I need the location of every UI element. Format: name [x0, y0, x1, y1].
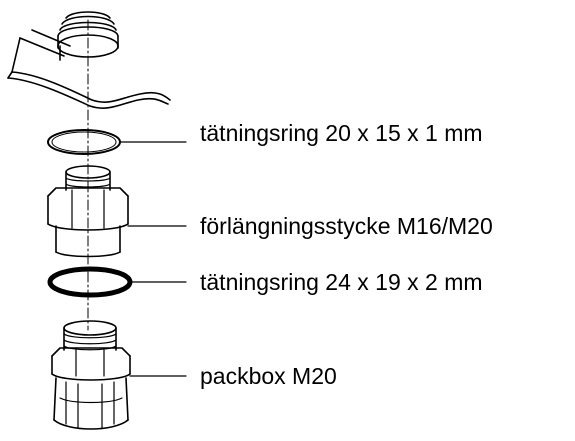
- label-sealing-ring-small: tätningsring 20 x 15 x 1 mm: [200, 120, 483, 146]
- label-extension-piece: förlängningsstycke M16/M20: [200, 213, 493, 239]
- label-cable-gland: packbox M20: [200, 363, 337, 389]
- label-sealing-ring-large: tätningsring 24 x 19 x 2 mm: [200, 269, 483, 295]
- cable-gland-part: [51, 320, 131, 430]
- leader-lines: [119, 141, 187, 377]
- sealing-ring-large-part: [47, 266, 133, 298]
- sealing-ring-small-part: [47, 129, 121, 155]
- extension-piece-part: [47, 165, 129, 258]
- housing-wall-section: [7, 11, 171, 109]
